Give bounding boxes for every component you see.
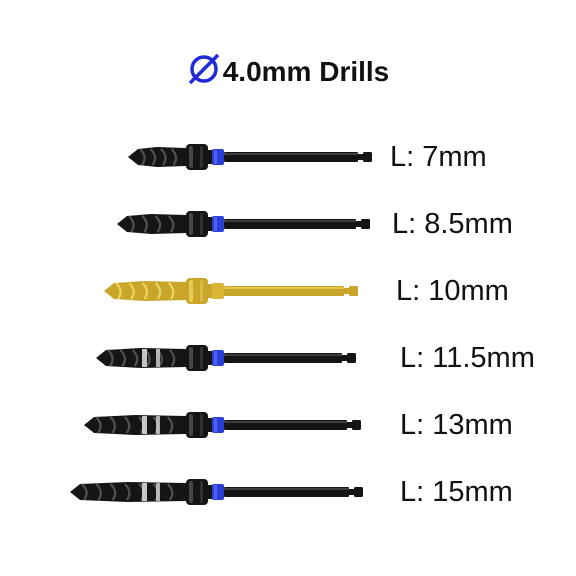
drill-image (84, 412, 361, 438)
drill-row: L: 10mm (0, 271, 576, 311)
drill-length-label: L: 13mm (400, 409, 513, 441)
diameter-icon (188, 53, 219, 84)
drill-length-label: L: 8.5mm (392, 208, 513, 240)
drill-row: L: 8.5mm (0, 204, 576, 244)
drill-row: L: 7mm (0, 137, 576, 177)
page-title: 4.0mm Drills (0, 50, 576, 92)
drill-length-label: L: 10mm (396, 275, 509, 307)
drill-row: L: 15mm (0, 472, 576, 512)
drill-image (70, 479, 363, 505)
drill-image (117, 211, 370, 237)
title-text: 4.0mm Drills (222, 55, 390, 87)
drill-image (128, 144, 372, 170)
drill-row: L: 13mm (0, 405, 576, 445)
drill-length-label: L: 11.5mm (400, 342, 535, 374)
drill-row: L: 11.5mm (0, 338, 576, 378)
drill-image (104, 278, 358, 304)
drill-length-label: L: 7mm (390, 141, 487, 173)
drill-length-label: L: 15mm (400, 476, 513, 508)
drill-image (96, 345, 356, 371)
